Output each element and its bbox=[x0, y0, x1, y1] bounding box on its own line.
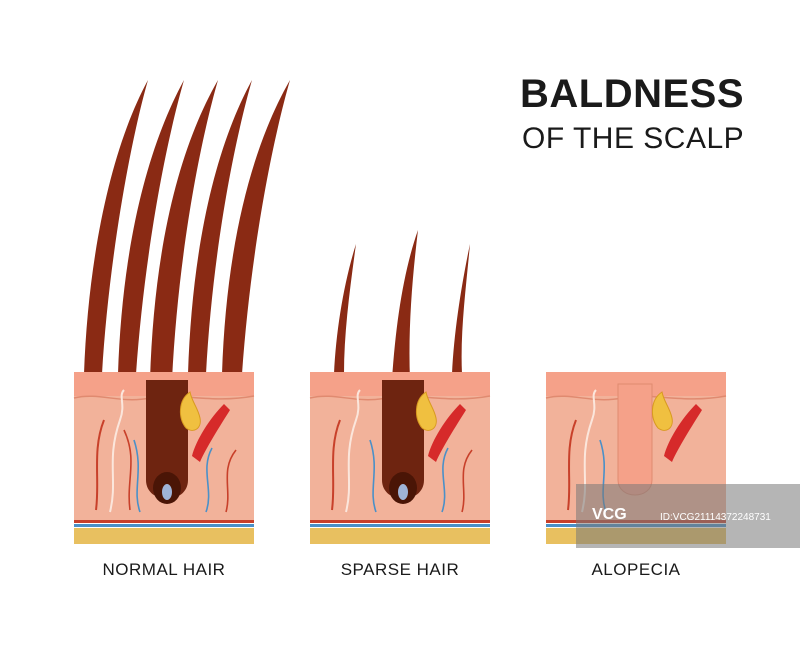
blood-vessel-red bbox=[331, 419, 341, 511]
watermark-id: ID:VCG21114372248731 bbox=[660, 512, 771, 523]
watermark-overlay bbox=[576, 484, 800, 548]
hair-shaft bbox=[84, 80, 148, 374]
sebaceous-gland bbox=[652, 391, 673, 431]
hair-shaft bbox=[150, 80, 218, 380]
hair-shaft bbox=[392, 230, 418, 380]
hair-follicle bbox=[146, 380, 188, 499]
blood-vessel-blue bbox=[369, 439, 377, 513]
nerve-fiber bbox=[345, 389, 361, 513]
nerve-fiber bbox=[109, 389, 125, 513]
arrector-muscle bbox=[428, 404, 466, 462]
blood-vessel-blue bbox=[133, 439, 141, 513]
arrector-muscle bbox=[664, 404, 702, 462]
sebaceous-gland bbox=[180, 391, 201, 431]
panel-sparse-hair bbox=[309, 230, 491, 544]
hair-shafts-normal bbox=[84, 80, 290, 380]
dermal-papilla bbox=[398, 484, 408, 500]
watermark-logo: VCG bbox=[592, 506, 627, 523]
vessel-band-blue bbox=[74, 524, 254, 527]
title-baldness: BALDNESS bbox=[520, 72, 745, 116]
vessel-band-red bbox=[74, 520, 254, 523]
fat-layer bbox=[74, 528, 254, 544]
arrector-muscle bbox=[192, 404, 230, 462]
subtitle-of-the-scalp: OF THE SCALP bbox=[522, 122, 745, 155]
label-alopecia: ALOPECIA bbox=[591, 560, 681, 579]
hair-shaft bbox=[188, 80, 252, 374]
hair-shaft bbox=[222, 80, 290, 374]
vessel-band-red bbox=[310, 520, 490, 523]
sebaceous-gland bbox=[416, 391, 437, 431]
empty-follicle bbox=[617, 383, 653, 496]
dermal-papilla bbox=[162, 484, 172, 500]
blood-vessel-red bbox=[567, 419, 577, 511]
blood-vessel-blue bbox=[205, 447, 213, 513]
hair-shaft bbox=[334, 244, 356, 374]
vessel-band-blue bbox=[310, 524, 490, 527]
hair-shaft bbox=[452, 244, 470, 374]
hair-shaft bbox=[118, 80, 184, 374]
hair-shafts-sparse bbox=[334, 230, 470, 380]
panel-normal-hair bbox=[73, 80, 290, 544]
blood-vessel-blue bbox=[441, 447, 449, 513]
blood-vessel-red bbox=[123, 429, 132, 511]
hair-follicle bbox=[382, 380, 424, 499]
label-sparse-hair: SPARSE HAIR bbox=[340, 560, 460, 579]
blood-vessel-red bbox=[461, 449, 473, 513]
blood-vessel-red bbox=[225, 449, 237, 513]
fat-layer bbox=[310, 528, 490, 544]
label-normal-hair: NORMAL HAIR bbox=[102, 560, 226, 579]
blood-vessel-red bbox=[95, 419, 105, 511]
